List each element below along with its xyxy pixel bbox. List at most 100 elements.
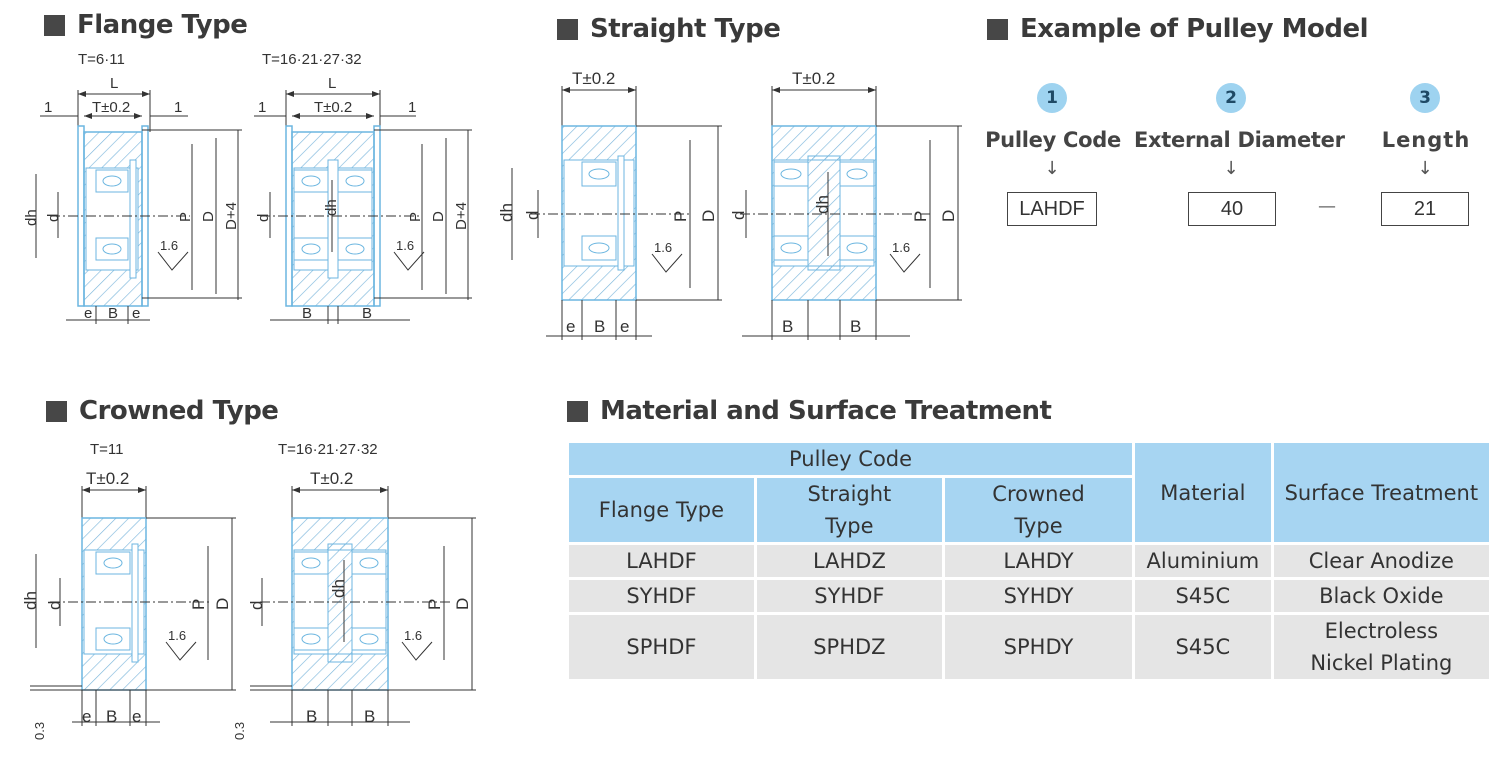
table-cell: SYHDF [753,577,945,615]
dim-B: B [108,305,118,322]
table-cell: Clear Anodize [1270,542,1492,580]
roughness-mark: 1.6 [168,628,186,643]
dim-e-left: e [84,305,92,322]
dim-B: B [106,707,117,726]
arrow-down-icon: ↓ [1223,158,1239,179]
section-title-example: Example of Pulley Model [987,14,1369,44]
table-header-straight-type: Straight Type [753,475,945,545]
dim-crown: 0.3 [232,722,247,740]
square-bullet-icon [987,18,1008,40]
dim-P: P [177,212,194,222]
table-cell: LAHDY [941,542,1136,580]
dim-d: d [255,214,272,222]
dim-T: T±0.2 [792,69,835,88]
dim-crown: 0.3 [32,722,47,740]
table-row: SYHDF SYHDF SYHDY S45C Black Oxide [566,577,1492,615]
table-cell: S45C [1132,577,1274,615]
dim-D: D [699,210,718,222]
dim-D: D [453,598,472,610]
section-title-crowned: Crowned Type [46,396,279,426]
dim-D4: D+4 [223,202,240,230]
dim-T: T±0.2 [310,469,353,488]
table-cell: SPHDF [566,612,757,682]
dim-d: d [729,211,748,220]
arrow-down-icon: ↓ [1417,158,1433,179]
straight-single-drawing: T±0.2 dh d P D 1.6 e B e [497,69,722,340]
dim-e-right: e [132,305,140,322]
length-value: 21 [1381,192,1469,226]
dim-flange-1-left: 1 [44,99,52,116]
dim-P: P [189,599,208,610]
straight-double-drawing: T±0.2 dh d P D 1.6 B B [729,69,962,340]
dim-dh: dh [23,209,40,226]
table-cell: SYHDY [941,577,1136,615]
dim-dh: dh [21,591,40,610]
dim-D4: D+4 [453,202,470,230]
dim-P: P [425,599,444,610]
square-bullet-icon [567,400,588,422]
table-cell: SYHDF [566,577,757,615]
dim-B-left: B [782,317,793,336]
dim-D: D [213,598,232,610]
roughness-mark: 1.6 [396,238,414,253]
flange-single-drawing: T=6·11 L T±0.2 1 1 dh d P D D+4 1.6 e B … [23,51,242,324]
square-bullet-icon [557,18,578,40]
length-label: Length [1381,128,1471,152]
crowned-left-caption: T=11 [90,441,124,458]
table-cell: LAHDF [566,542,757,580]
dim-B-right: B [850,317,861,336]
pulley-code-label: Pulley Code [985,128,1121,152]
step-3-badge: 3 [1410,83,1440,113]
dim-d: d [247,601,266,610]
crowned-right-caption: T=16·21·27·32 [278,441,378,458]
table-row: LAHDF LAHDZ LAHDY Aluminium Clear Anodiz… [566,542,1492,580]
dim-dh: dh [497,203,516,222]
roughness-mark: 1.6 [892,240,910,255]
pulley-code-value: LAHDF [1007,192,1097,226]
dim-T: T±0.2 [86,469,129,488]
dim-T: T±0.2 [92,99,130,116]
dim-T: T±0.2 [572,69,615,88]
dim-flange-1-right: 1 [408,99,416,116]
dim-dh: dh [329,579,348,598]
dim-e-right: e [620,317,629,336]
section-title-flange: Flange Type [44,10,248,40]
section-title-material: Material and Surface Treatment [567,396,1052,426]
dim-D: D [200,211,217,222]
dim-e-left: e [566,317,575,336]
dim-e-left: e [82,707,91,726]
table-cell: Electroless Nickel Plating [1270,612,1492,682]
dim-dh: dh [813,195,832,214]
external-diameter-label: External Diameter [1134,128,1345,152]
table-header-crowned-type: Crowned Type [941,475,1136,545]
roughness-mark: 1.6 [404,628,422,643]
table-cell: LAHDZ [753,542,945,580]
roughness-mark: 1.6 [654,240,672,255]
dim-B: B [594,317,605,336]
crowned-single-drawing: T=11 T±0.2 dh d P D 1.6 0.3 e B e [21,441,236,740]
dim-P: P [407,212,424,222]
dim-P: P [671,211,690,222]
dim-D: D [939,210,958,222]
dim-D: D [430,211,447,222]
flange-double-drawing: T=16·21·27·32 L T±0.2 1 1 dh d P D D+4 1… [254,51,472,324]
table-cell: Black Oxide [1270,577,1492,615]
external-diameter-value: 40 [1188,192,1276,226]
dim-e-right: e [132,707,141,726]
dim-L: L [110,75,118,92]
table-header-flange-type: Flange Type [566,475,757,545]
table-cell: SPHDY [941,612,1136,682]
table-header-surface-treatment: Surface Treatment [1270,440,1492,545]
table-header-material: Material [1132,440,1274,545]
dim-dh: dh [323,199,340,216]
table-header-pulley-code: Pulley Code [565,440,1136,478]
square-bullet-icon [44,14,65,36]
dim-B-right: B [364,707,375,726]
section-title-straight: Straight Type [557,14,781,44]
step-1-badge: 1 [1037,83,1067,113]
table-row: SPHDF SPHDZ SPHDY S45C Electroless Nicke… [566,612,1492,682]
dim-B-right: B [362,305,372,322]
flange-right-caption: T=16·21·27·32 [262,51,362,68]
material-table: Pulley Code Material Surface Treatment F… [565,440,1492,682]
table-cell: SPHDZ [753,612,945,682]
